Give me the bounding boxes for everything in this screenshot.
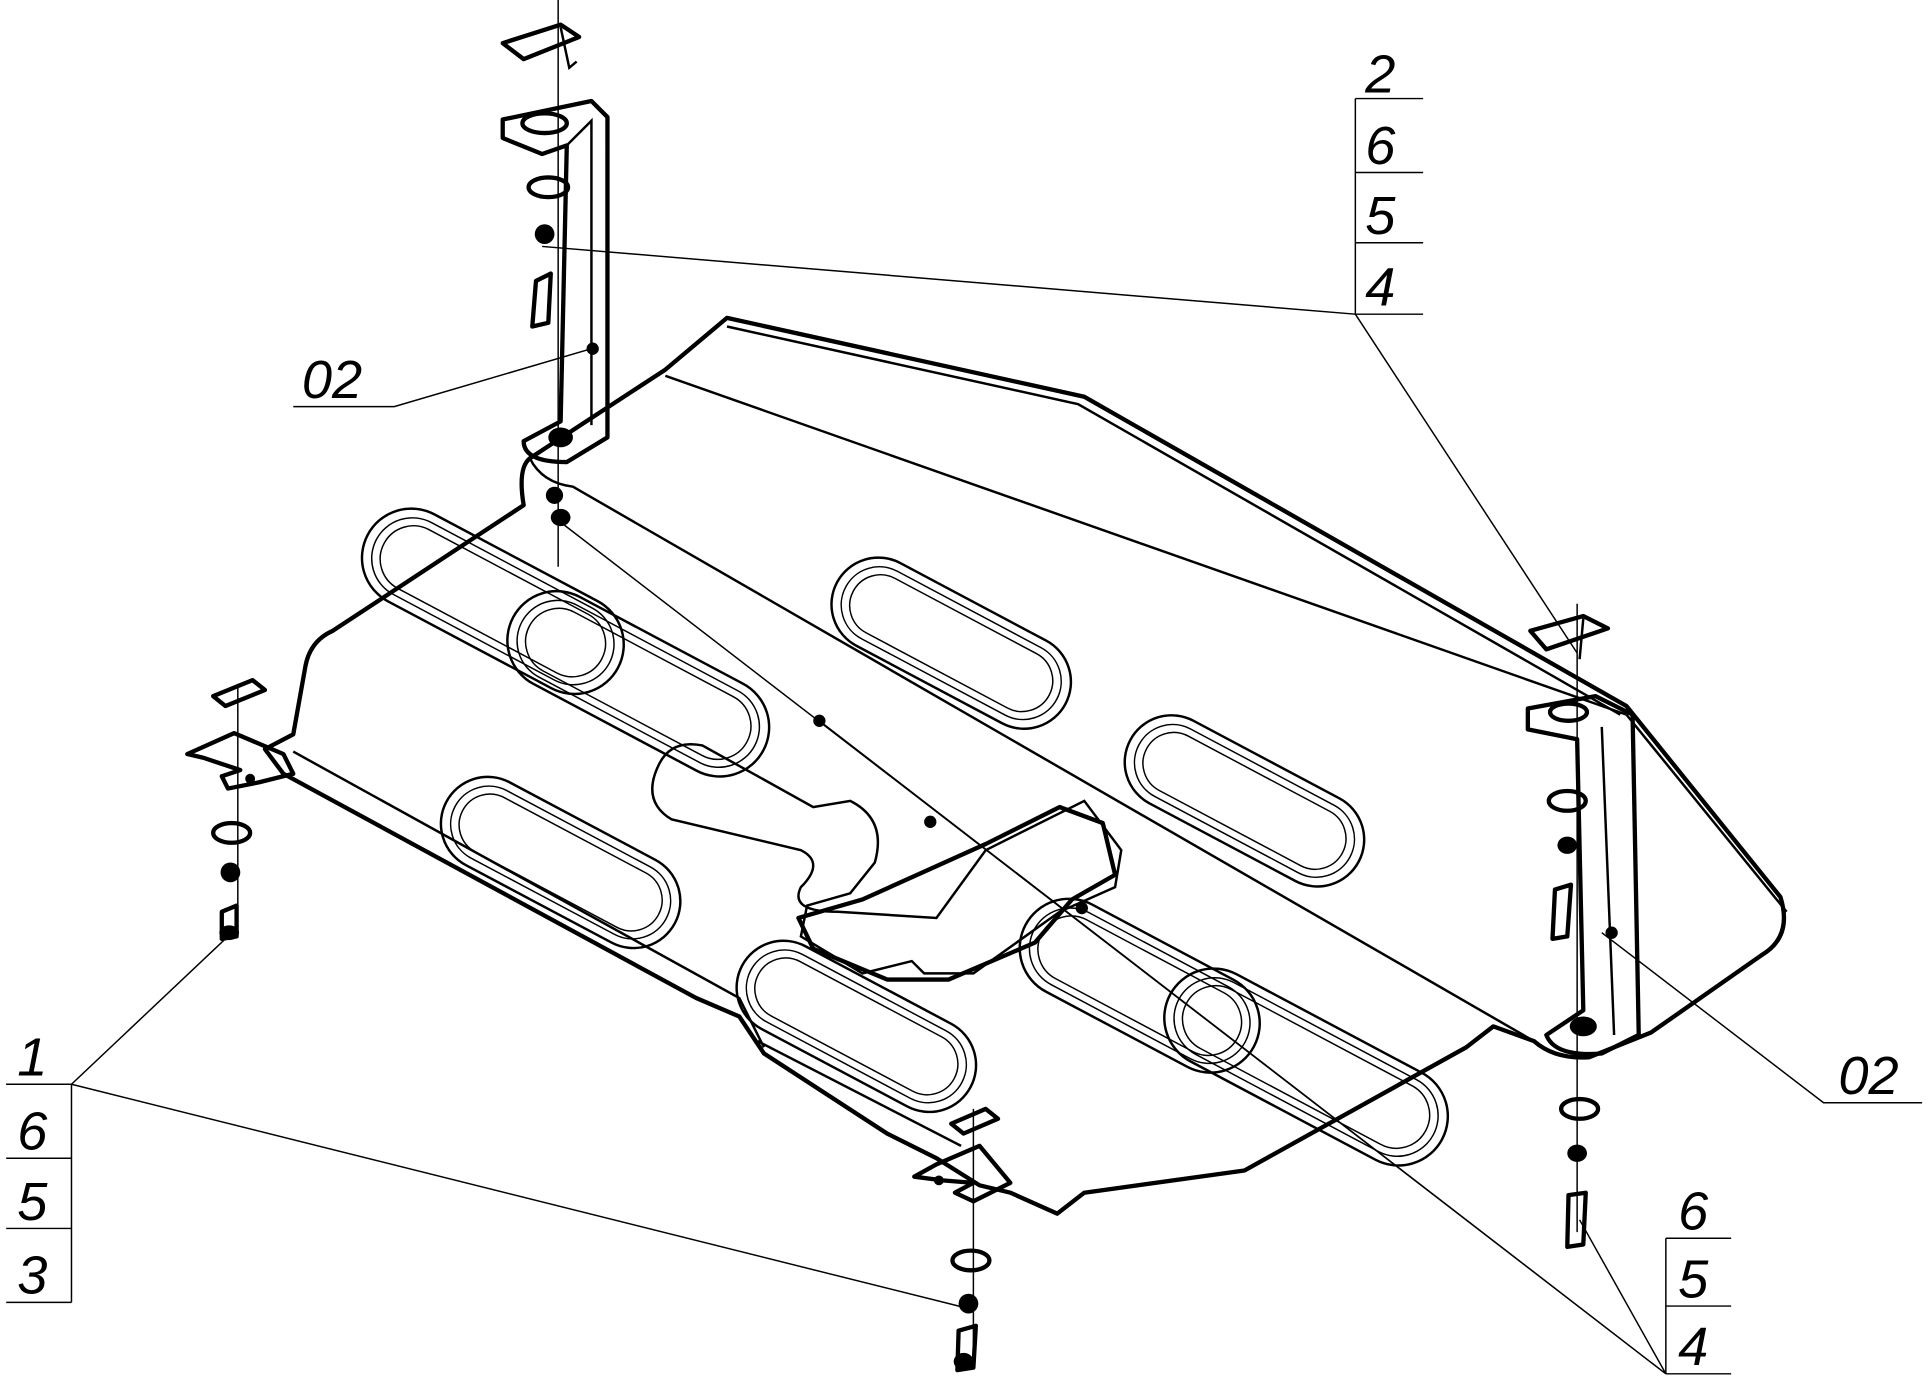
- skid-plate: [262, 315, 1788, 1216]
- callout-label: 6: [17, 1102, 48, 1162]
- right-bracket: [1525, 603, 1641, 1250]
- callout-label: 5: [17, 1172, 48, 1232]
- callout-bottom-left: 1 6 5 3: [17, 1028, 48, 1306]
- callout-label: 4: [1678, 1317, 1708, 1377]
- callout-label: 5: [1678, 1249, 1709, 1309]
- callout-left-bracket: 02: [302, 350, 362, 410]
- callout-label: 5: [1365, 186, 1396, 246]
- left-bracket: [500, 0, 610, 567]
- callout-label: 1: [17, 1028, 47, 1088]
- callout-top-right: 2 6 5 4: [1364, 44, 1396, 317]
- leader-lines: [6, 97, 1923, 1375]
- plate-slots: [360, 507, 1450, 1167]
- callout-label: 3: [17, 1246, 47, 1306]
- callout-label: 6: [1678, 1182, 1709, 1242]
- front-fasteners: [185, 677, 1013, 1373]
- callout-right-bracket: 02: [1838, 1046, 1898, 1106]
- callout-label: 2: [1364, 44, 1395, 104]
- callout-bottom-right: 6 5 4: [1678, 1182, 1709, 1378]
- callout-label: 6: [1365, 116, 1396, 176]
- callout-label: 4: [1365, 258, 1395, 318]
